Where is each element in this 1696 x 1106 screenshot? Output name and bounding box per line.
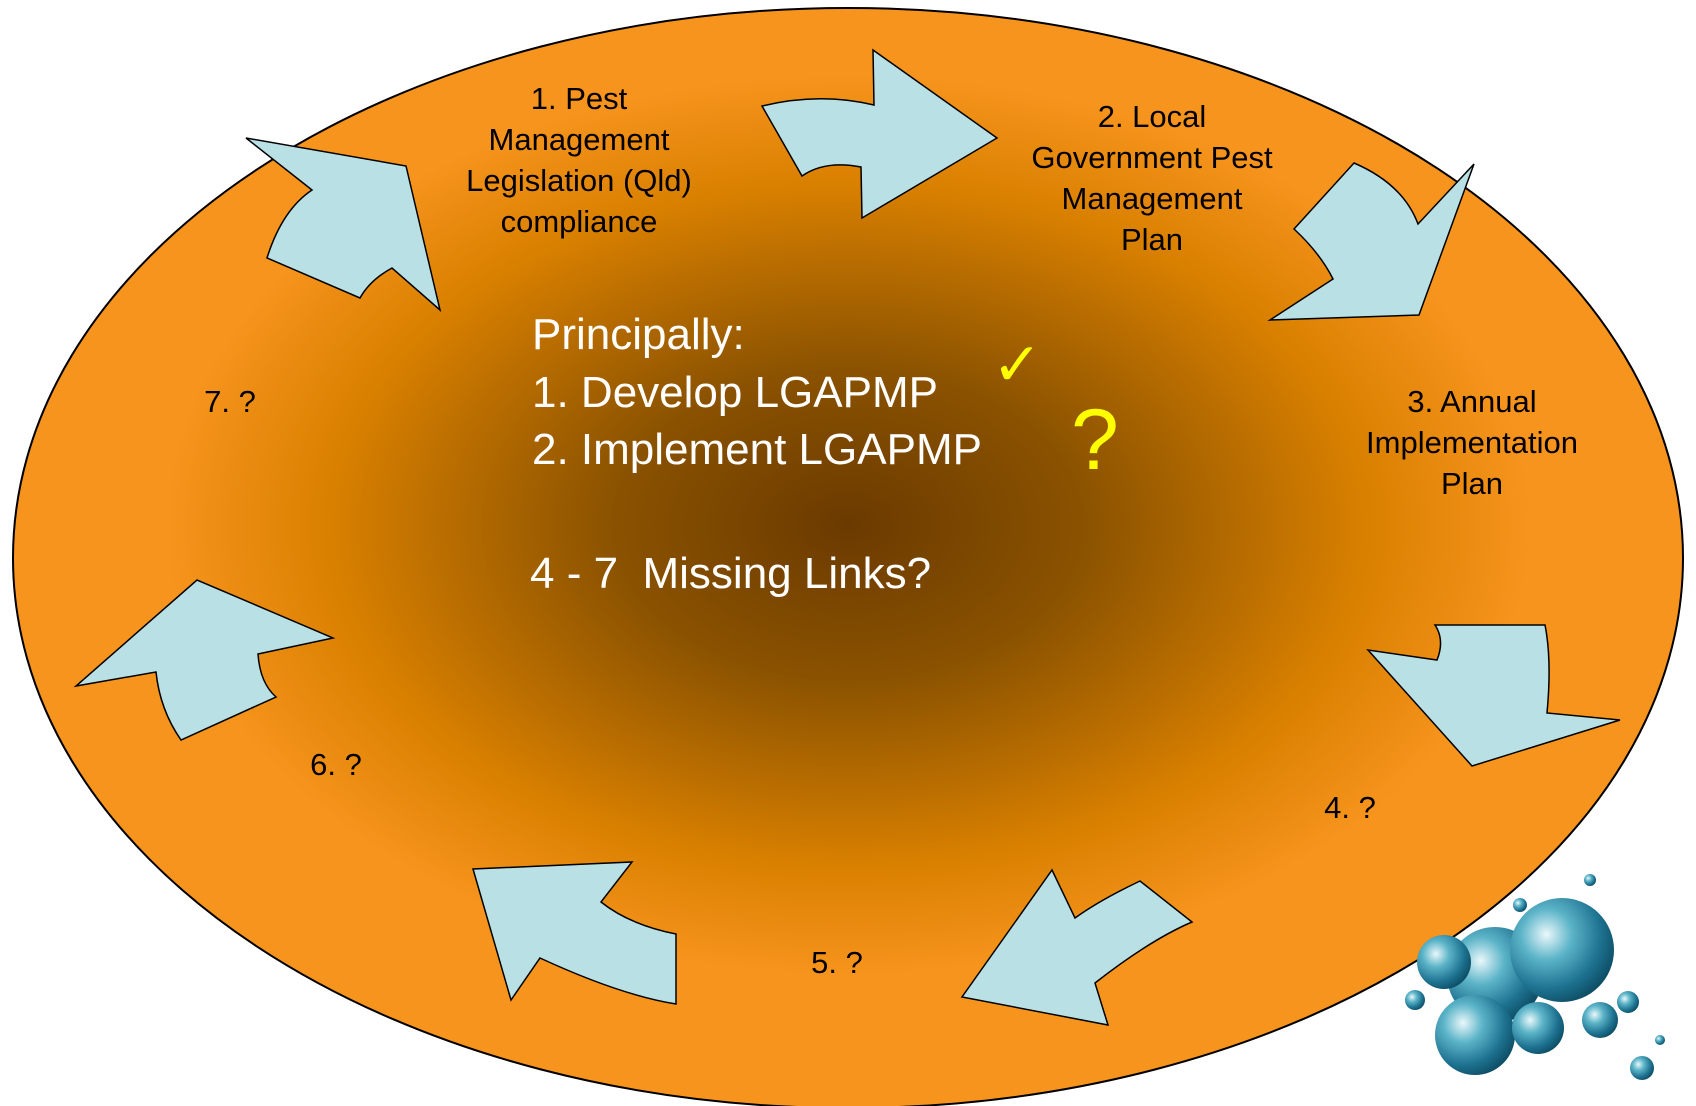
center-line-develop: 1. Develop LGAPMP bbox=[532, 368, 938, 417]
step-2-label: 2. Local Government Pest Management Plan bbox=[1031, 99, 1273, 257]
bubbles-decoration bbox=[1405, 874, 1665, 1080]
arrow-3-to-4 bbox=[1366, 624, 1621, 767]
step-1-label: 1. Pest Management Legislation (Qld) com… bbox=[466, 81, 692, 239]
question-mark-icon: ? bbox=[1071, 392, 1119, 488]
step-4-label: 4. ? bbox=[1324, 790, 1376, 825]
arrow-5-to-6 bbox=[472, 861, 677, 1005]
arrow-4-to-5 bbox=[960, 868, 1194, 1026]
arrow-1-to-2 bbox=[760, 48, 999, 220]
arrow-7-to-1 bbox=[245, 137, 442, 313]
arrow-6-to-7 bbox=[73, 579, 336, 741]
center-line-implement: 2. Implement LGAPMP bbox=[532, 425, 982, 474]
step-3-label: 3. Annual Implementation Plan bbox=[1366, 384, 1578, 501]
center-heading: Principally: bbox=[532, 310, 745, 359]
step-6-label: 6. ? bbox=[310, 747, 362, 782]
step-5-label: 5. ? bbox=[811, 945, 863, 980]
step-7-label: 7. ? bbox=[204, 384, 256, 419]
arrow-2-to-3 bbox=[1267, 162, 1475, 321]
missing-links-text: 4 - 7 Missing Links? bbox=[530, 549, 932, 598]
check-mark-icon: ✓ bbox=[992, 331, 1043, 398]
